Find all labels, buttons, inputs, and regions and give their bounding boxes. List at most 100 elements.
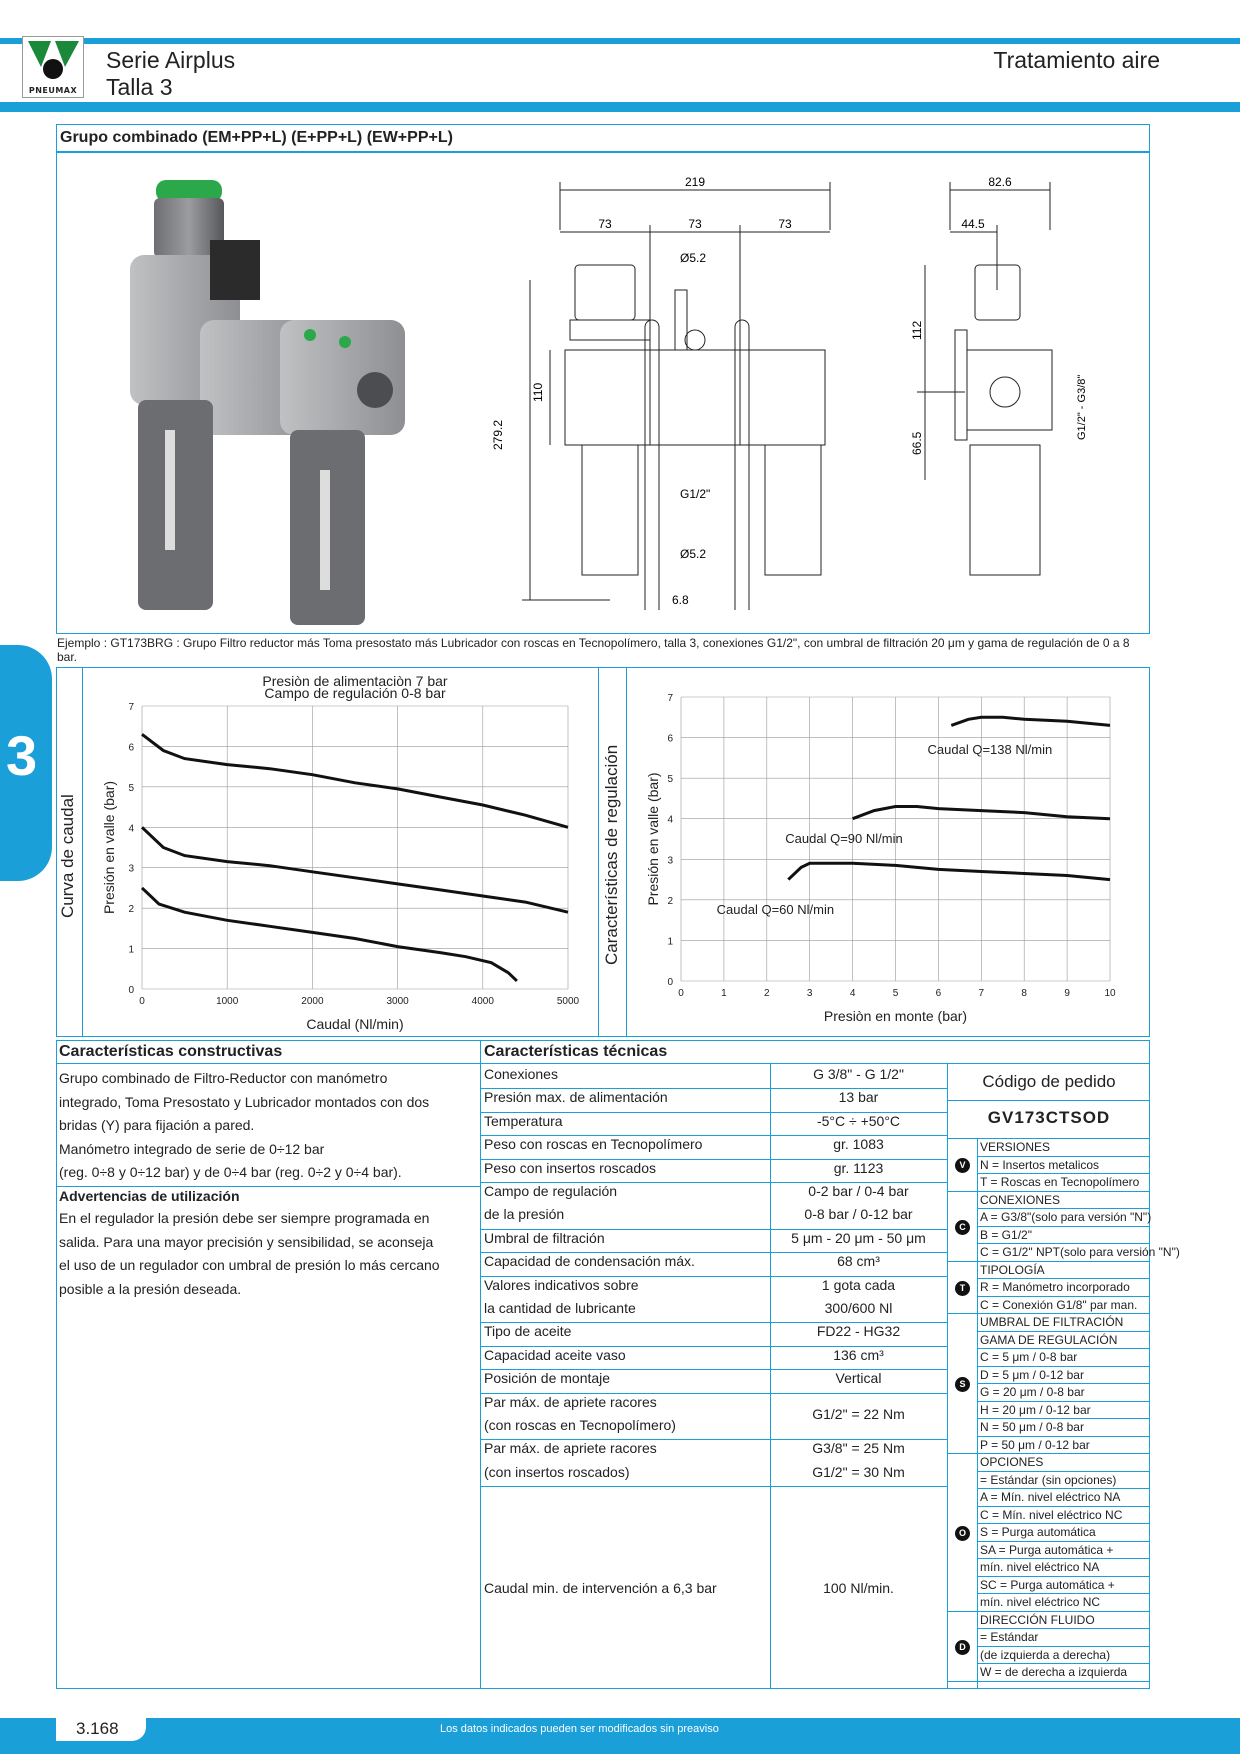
order-option-divider xyxy=(977,1505,1150,1507)
dim-module-2: 73 xyxy=(688,217,702,231)
x-tick-label: 8 xyxy=(1021,988,1027,999)
tech-row-value: G3/8" = 25 Nm xyxy=(812,1440,905,1457)
warnings-line: salida. Para una mayor precisión y sensi… xyxy=(59,1233,434,1250)
order-letter-s-icon: S xyxy=(955,1377,970,1392)
section-number: 3 xyxy=(6,724,38,787)
tech-row-label: Caudal min. de intervención a 6,3 bar xyxy=(484,1580,717,1596)
series-line-1 xyxy=(950,715,1111,727)
dim-hole-bottom: Ø5.2 xyxy=(680,547,706,561)
y-tick-label: 4 xyxy=(128,823,134,834)
category-title: Tratamiento aire xyxy=(993,47,1160,73)
order-option-divider xyxy=(977,1243,1150,1244)
tech-row-value: FD22 - HG32 xyxy=(816,1323,901,1340)
order-letter-c-icon: C xyxy=(955,1219,970,1235)
tech-row-value: 5 μm - 20 μm - 50 μm xyxy=(791,1229,926,1246)
constructive-line: (reg. 0÷8 y 0÷12 bar) y de 0÷4 bar (reg.… xyxy=(59,1164,402,1180)
y-tick-label: 1 xyxy=(667,936,673,947)
tech-row-label: Temperatura xyxy=(484,1112,563,1129)
tech-row-label: Peso con insertos roscados xyxy=(484,1159,656,1176)
technical-title: Características técnicas xyxy=(484,1043,668,1060)
order-option-divider xyxy=(977,1173,1150,1174)
order-option-line: S = Purga automática xyxy=(980,1525,1096,1539)
order-option-divider xyxy=(977,1225,1150,1227)
series-line-3 xyxy=(140,886,518,982)
tech-row-label: Peso con roscas en Tecnopolímero xyxy=(484,1136,703,1153)
dim-side-upper: 112 xyxy=(910,321,924,340)
tech-row-label: Tipo de aceite xyxy=(484,1323,572,1340)
filter-sight-glass xyxy=(165,430,175,550)
y-tick-label: 4 xyxy=(667,815,673,826)
product-title: Grupo combinado (EM+PP+L) (E+PP+L) (EW+P… xyxy=(56,124,1150,152)
order-option-line: D = 5 μm / 0-12 bar xyxy=(980,1367,1084,1382)
order-option-divider xyxy=(977,1470,1150,1472)
x-tick-label: 9 xyxy=(1064,988,1070,999)
y-tick-label: 5 xyxy=(128,783,134,794)
specs-header-line xyxy=(56,1063,1150,1064)
order-option-divider xyxy=(977,1558,1150,1559)
chart-annotation-1: Caudal Q=138 Nl/min xyxy=(928,742,1053,757)
tech-row-value: 136 cm³ xyxy=(833,1346,884,1363)
order-option-line: = Estándar (sin opciones) xyxy=(980,1472,1117,1487)
header-bottom-bar xyxy=(0,102,1240,112)
warnings-line: posible a la presión deseada. xyxy=(59,1280,242,1297)
x-tick-label: 0 xyxy=(678,988,684,999)
fitting-green-2 xyxy=(339,336,351,348)
tech-row-value: 1 gota cada xyxy=(821,1276,896,1293)
tech-row-label: (con insertos roscados) xyxy=(484,1463,630,1480)
x-tick-label: 4000 xyxy=(472,996,495,1007)
x-axis-label: Caudal (Nl/min) xyxy=(306,1016,403,1032)
drawing-panel xyxy=(56,152,1150,634)
tech-row-divider xyxy=(480,1439,947,1441)
constructive-line: Grupo combinado de Filtro-Reductor con m… xyxy=(59,1070,388,1086)
tech-row-divider xyxy=(480,1392,947,1394)
y-tick-label: 0 xyxy=(128,985,134,996)
tech-row-label: Capacidad aceite vaso xyxy=(484,1346,626,1363)
tech-row-value: -5°C ÷ +50°C xyxy=(816,1112,901,1129)
tech-row-divider xyxy=(480,1158,947,1160)
specs-divider-3 xyxy=(947,1063,948,1689)
order-option-divider xyxy=(977,1418,1150,1419)
tech-row-divider xyxy=(480,1369,947,1371)
regulator-knob xyxy=(154,198,224,258)
order-option-line: W = de derecha a izquierda xyxy=(980,1665,1128,1679)
tech-row-label: Posición de montaje xyxy=(484,1370,611,1387)
order-option-line: mín. nivel eléctrico NC xyxy=(980,1595,1101,1609)
tech-row-divider xyxy=(480,1486,947,1488)
chart-annotation-3: Caudal Q=60 Nl/min xyxy=(717,902,834,917)
dim-module-1: 73 xyxy=(598,217,612,231)
x-tick-label: 1 xyxy=(721,988,727,999)
brand-name: PNEUMAX xyxy=(28,86,78,95)
x-tick-label: 6 xyxy=(936,988,942,999)
warnings-title: Advertencias de utilización xyxy=(59,1188,240,1204)
order-option-line: DIRECCIÓN FLUIDO xyxy=(980,1612,1095,1627)
order-option-line: T = Roscas en Tecnopolímero xyxy=(980,1175,1140,1189)
tech-row-value: 300/600 Nl xyxy=(824,1300,893,1316)
chart-subtitle: Campo de regulación 0-8 bar xyxy=(264,685,446,701)
x-tick-label: 3 xyxy=(807,988,813,999)
order-group-divider xyxy=(947,1190,1150,1192)
lubricator-sight-glass xyxy=(320,470,330,590)
order-option-line: OPCIONES xyxy=(980,1455,1044,1469)
constructive-title: Características constructivas xyxy=(59,1043,283,1060)
y-tick-label: 7 xyxy=(667,693,673,704)
x-tick-label: 2000 xyxy=(301,996,324,1007)
tech-row-value: gr. 1083 xyxy=(833,1136,884,1153)
pneumax-logo-icon xyxy=(28,41,79,79)
tech-row-value: 0-2 bar / 0-4 bar xyxy=(808,1183,909,1199)
tech-row-label: Campo de regulación xyxy=(484,1183,618,1199)
chart-title: Presiòn de alimentaciòn 7 bar xyxy=(262,673,448,689)
tech-row-divider xyxy=(480,1228,947,1230)
tech-row-value: G 3/8" - G 1/2" xyxy=(813,1066,904,1082)
tech-row-label: (con roscas en Tecnopolímero) xyxy=(484,1417,676,1433)
order-group-divider xyxy=(947,1610,1150,1612)
order-option-divider xyxy=(977,1488,1150,1489)
y-tick-label: 2 xyxy=(128,904,134,915)
dim-module-3: 73 xyxy=(778,217,792,231)
order-option-line: VERSIONES xyxy=(980,1140,1051,1154)
order-option-line: SC = Purga automática + xyxy=(980,1577,1115,1592)
order-code-divider xyxy=(947,1100,1150,1101)
y-axis-label: Presión en valle (bar) xyxy=(101,781,117,914)
order-option-line: C = Mín. nivel eléctrico NC xyxy=(980,1507,1123,1522)
y-tick-label: 5 xyxy=(667,774,673,785)
series-line-2 xyxy=(852,805,1111,821)
